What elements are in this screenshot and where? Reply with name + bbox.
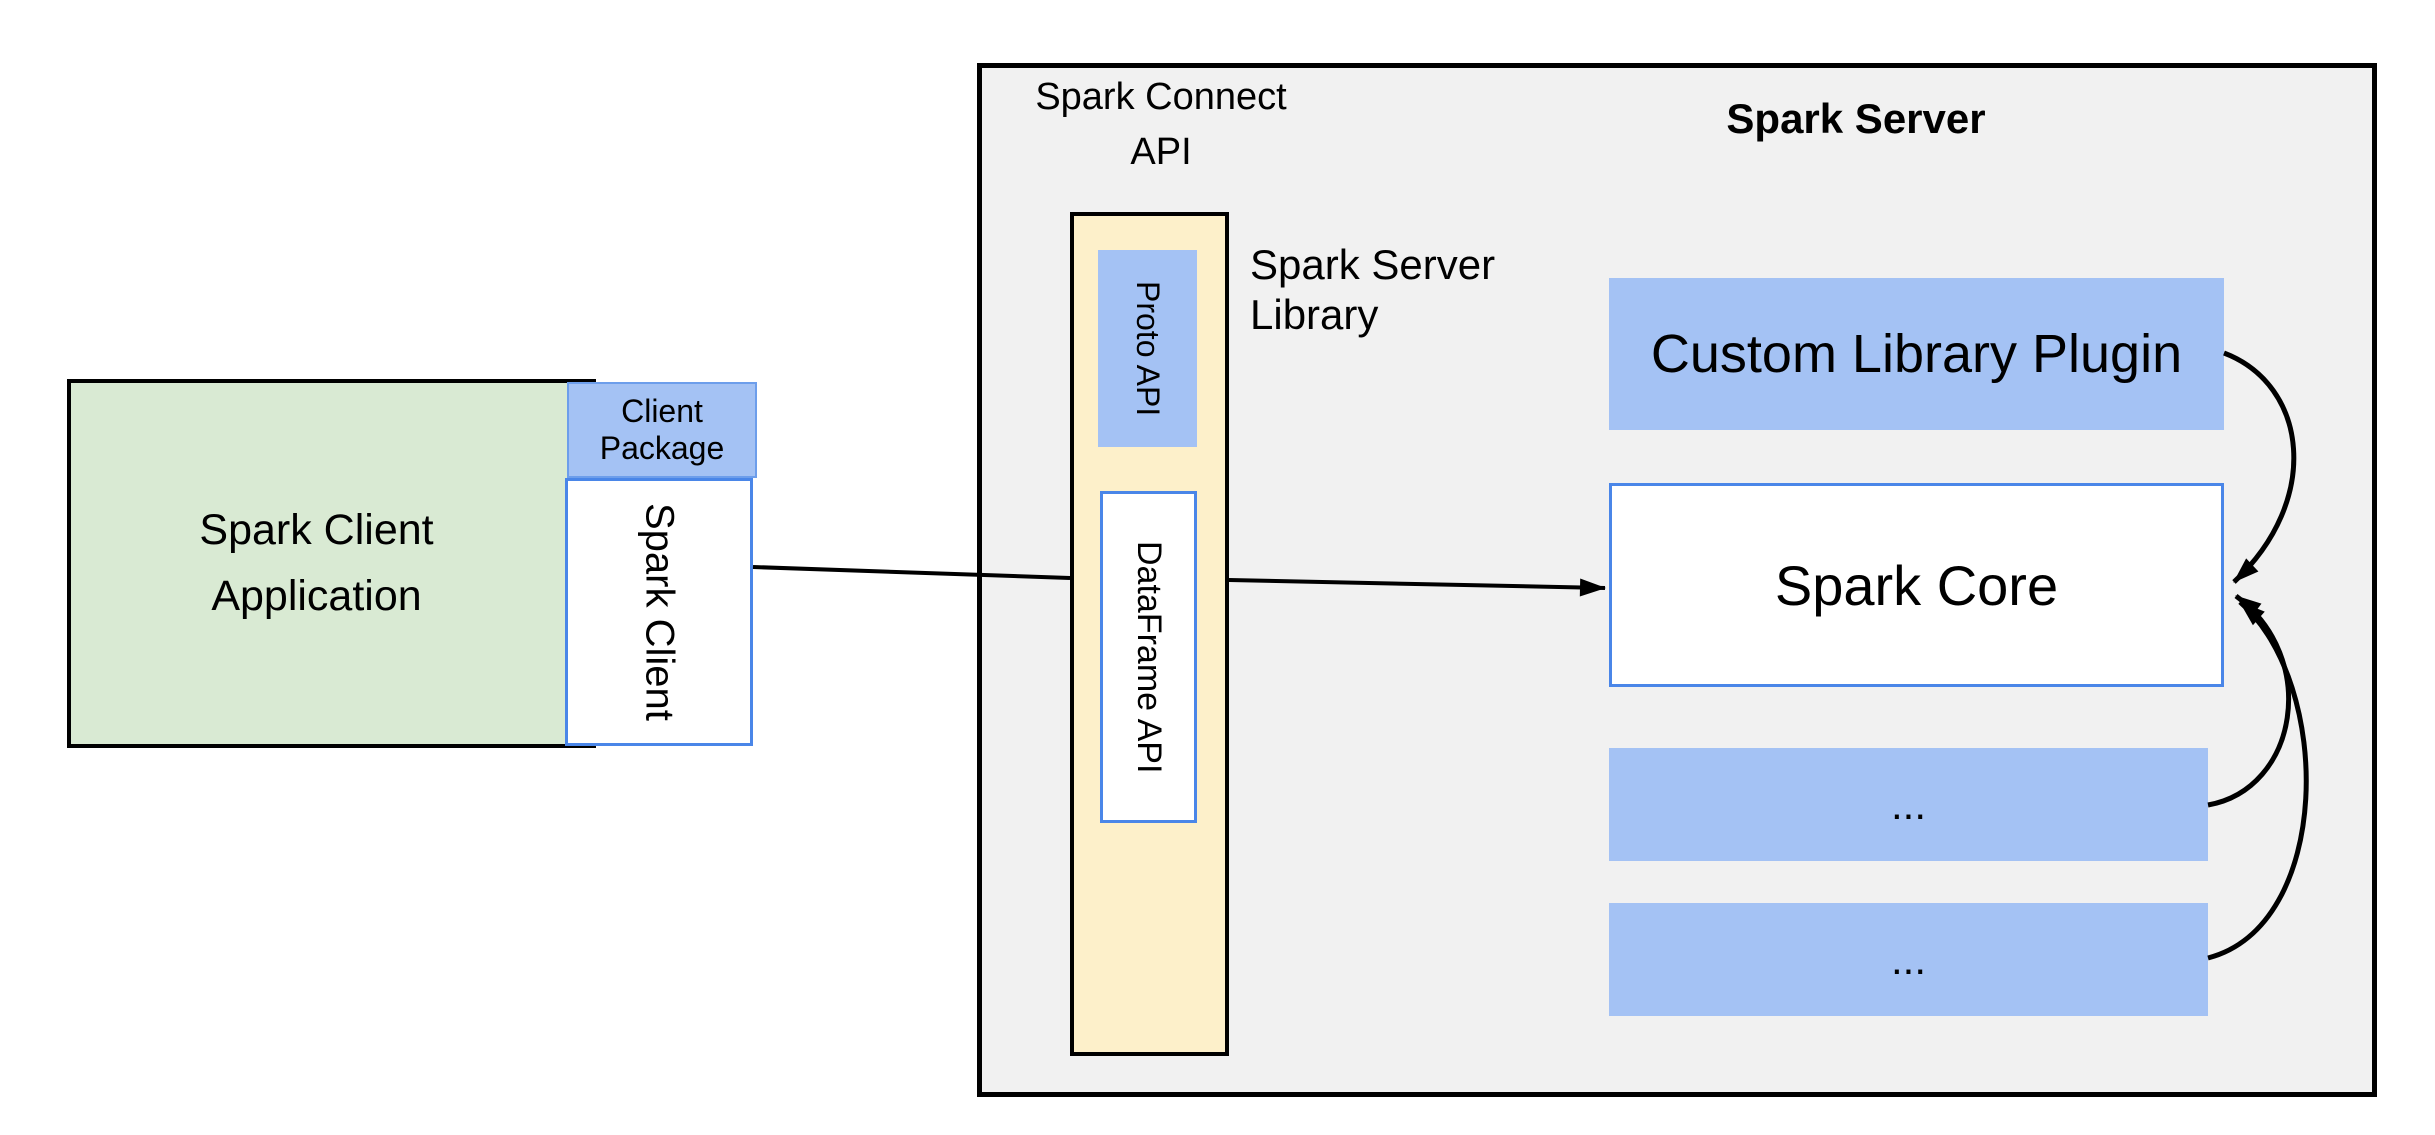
spark-client-box: Spark Client (565, 478, 753, 746)
spark-server-library-label: Spark Server Library (1250, 240, 1610, 341)
spark-client-application-line2: Application (211, 571, 422, 620)
dataframe-api-box: DataFrame API (1100, 491, 1197, 823)
spark-server-title: Spark Server (1726, 95, 1986, 142)
more-plugins-label-1: ... (1890, 780, 1926, 828)
dataframe-api-label: DataFrame API (1130, 540, 1168, 774)
spark-core-label: Spark Core (1774, 553, 2059, 617)
spark-client-label: Spark Client (637, 503, 682, 721)
more-plugins-label-2: ... (1890, 935, 1926, 983)
spark-server-library-line2: Library (1250, 291, 1379, 339)
custom-library-plugin-box: Custom Library Plugin (1609, 278, 2224, 430)
custom-library-plugin-label: Custom Library Plugin (1650, 324, 2183, 384)
spark-client-application-box: Spark Client Application (67, 379, 596, 748)
client-package-label: Client Package (600, 393, 725, 467)
spark-connect-api-title: Spark Connect API (961, 70, 1361, 180)
spark-connect-api-title-line1: Spark Connect (1035, 76, 1287, 118)
spark-client-application-line1: Spark Client (199, 505, 434, 554)
spark-connect-api-title-line2: API (1130, 131, 1192, 174)
spark-core-box: Spark Core (1609, 483, 2224, 687)
more-plugins-box-2: ... (1609, 903, 2208, 1016)
spark-server-library-line1: Spark Server (1250, 241, 1496, 288)
client-package-line1: Client (621, 393, 703, 430)
proto-api-label: Proto API (1130, 280, 1166, 417)
proto-api-box: Proto API (1098, 250, 1197, 447)
more-plugins-box-1: ... (1609, 748, 2208, 861)
spark-client-application-label: Spark Client Application (199, 498, 433, 630)
client-package-line2: Package (599, 430, 725, 466)
client-package-box: Client Package (567, 382, 757, 478)
